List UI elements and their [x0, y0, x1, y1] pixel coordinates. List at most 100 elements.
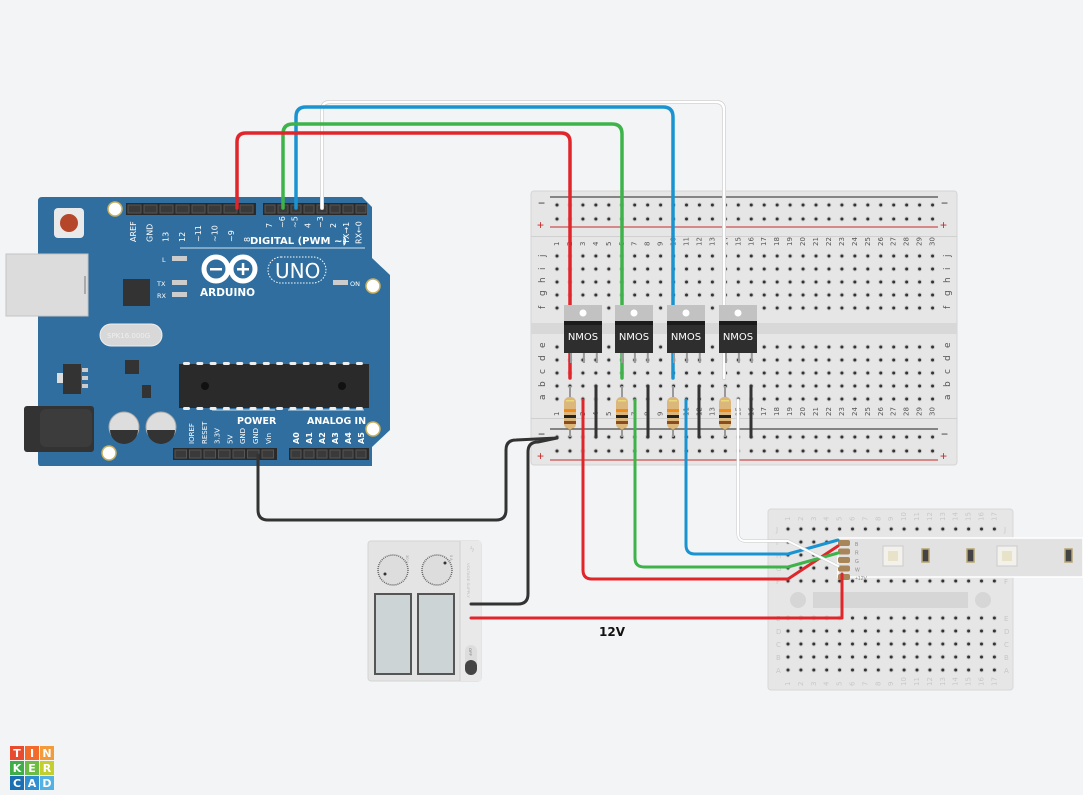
breadboard-hole[interactable] [658, 448, 664, 454]
breadboard-hole[interactable] [865, 216, 871, 222]
wire-ch3-blue[interactable] [684, 398, 840, 556]
breadboard-hole[interactable] [953, 615, 959, 621]
breadboard-hole[interactable] [761, 396, 767, 402]
breadboard-hole[interactable] [774, 434, 780, 440]
breadboard-hole[interactable] [593, 253, 599, 259]
breadboard-hole[interactable] [927, 526, 933, 532]
breadboard-hole[interactable] [878, 279, 884, 285]
breadboard-hole[interactable] [645, 266, 651, 272]
breadboard-hole[interactable] [813, 396, 819, 402]
breadboard-hole[interactable] [824, 526, 830, 532]
breadboard-hole[interactable] [787, 370, 793, 376]
breadboard-hole[interactable] [917, 396, 923, 402]
breadboard-hole[interactable] [735, 253, 741, 259]
breadboard-hole[interactable] [811, 565, 817, 571]
breadboard-hole[interactable] [875, 615, 881, 621]
breadboard-hole[interactable] [554, 202, 560, 208]
breadboard-hole[interactable] [878, 344, 884, 350]
breadboard-hole[interactable] [865, 202, 871, 208]
breadboard-hole[interactable] [888, 615, 894, 621]
breadboard-hole[interactable] [991, 654, 997, 660]
header-pin[interactable] [355, 449, 367, 459]
breadboard-hole[interactable] [787, 266, 793, 272]
breadboard-hole[interactable] [891, 266, 897, 272]
strip-pad[interactable] [838, 540, 850, 546]
header-pin[interactable] [355, 204, 367, 214]
breadboard-hole[interactable] [826, 396, 832, 402]
header-pin[interactable] [207, 204, 222, 214]
breadboard-hole[interactable] [774, 383, 780, 389]
breadboard-hole[interactable] [709, 202, 715, 208]
breadboard-hole[interactable] [811, 641, 817, 647]
breadboard-hole[interactable] [979, 654, 984, 660]
breadboard-hole[interactable] [837, 628, 843, 634]
header-pin[interactable] [159, 204, 174, 214]
breadboard-hole[interactable] [785, 526, 791, 532]
breadboard-hole[interactable] [696, 202, 702, 208]
breadboard-hole[interactable] [709, 434, 715, 440]
breadboard-hole[interactable] [875, 628, 881, 634]
breadboard-hole[interactable] [914, 526, 920, 532]
breadboard-hole[interactable] [606, 448, 612, 454]
breadboard-hole[interactable] [709, 292, 715, 298]
breadboard-hole[interactable] [684, 279, 689, 285]
breadboard-hole[interactable] [837, 526, 843, 532]
breadboard-hole[interactable] [709, 305, 715, 311]
breadboard-hole[interactable] [930, 266, 936, 272]
breadboard-hole[interactable] [761, 216, 767, 222]
breadboard-hole[interactable] [813, 305, 819, 311]
breadboard-hole[interactable] [824, 641, 830, 647]
breadboard-hole[interactable] [852, 202, 858, 208]
breadboard-hole[interactable] [787, 292, 793, 298]
breadboard-hole[interactable] [917, 279, 923, 285]
header-pin[interactable] [290, 449, 302, 459]
breadboard-hole[interactable] [658, 305, 664, 311]
breadboard-hole[interactable] [891, 202, 897, 208]
breadboard-hole[interactable] [798, 578, 804, 584]
breadboard-hole[interactable] [632, 253, 638, 259]
breadboard-hole[interactable] [891, 434, 897, 440]
breadboard-hole[interactable] [658, 383, 664, 389]
breadboard-hole[interactable] [862, 628, 868, 634]
breadboard-hole[interactable] [684, 383, 689, 389]
breadboard-hole[interactable] [826, 279, 832, 285]
breadboard-hole[interactable] [839, 448, 845, 454]
strip-pad[interactable] [838, 548, 850, 555]
breadboard-hole[interactable] [658, 279, 664, 285]
breadboard-hole[interactable] [930, 448, 936, 454]
breadboard-hole[interactable] [839, 383, 845, 389]
breadboard-hole[interactable] [839, 202, 845, 208]
breadboard-hole[interactable] [824, 667, 830, 673]
breadboard-hole[interactable] [991, 641, 997, 647]
breadboard-hole[interactable] [735, 279, 741, 285]
breadboard-hole[interactable] [917, 383, 923, 389]
header-pin[interactable] [316, 449, 328, 459]
breadboard-hole[interactable] [901, 578, 907, 584]
breadboard-hole[interactable] [901, 667, 907, 673]
breadboard-hole[interactable] [991, 578, 997, 584]
breadboard-hole[interactable] [878, 292, 884, 298]
breadboard-hole[interactable] [606, 266, 612, 272]
breadboard-hole[interactable] [940, 628, 946, 634]
breadboard-hole[interactable] [826, 383, 832, 389]
header-pin[interactable] [127, 204, 142, 214]
breadboard-hole[interactable] [785, 667, 791, 673]
breadboard-hole[interactable] [979, 641, 984, 647]
breadboard-hole[interactable] [645, 253, 651, 259]
breadboard-hole[interactable] [580, 202, 586, 208]
breadboard-hole[interactable] [966, 526, 972, 532]
breadboard-hole[interactable] [606, 383, 612, 389]
breadboard-hole[interactable] [966, 641, 972, 647]
wire-pin6-green[interactable] [281, 122, 624, 380]
breadboard-hole[interactable] [761, 357, 767, 363]
breadboard-hole[interactable] [735, 216, 741, 222]
breadboard-hole[interactable] [813, 434, 819, 440]
breadboard-hole[interactable] [761, 202, 767, 208]
breadboard-hole[interactable] [658, 202, 664, 208]
breadboard-hole[interactable] [813, 448, 819, 454]
breadboard-hole[interactable] [826, 305, 832, 311]
breadboard-hole[interactable] [917, 216, 923, 222]
breadboard-hole[interactable] [940, 526, 946, 532]
